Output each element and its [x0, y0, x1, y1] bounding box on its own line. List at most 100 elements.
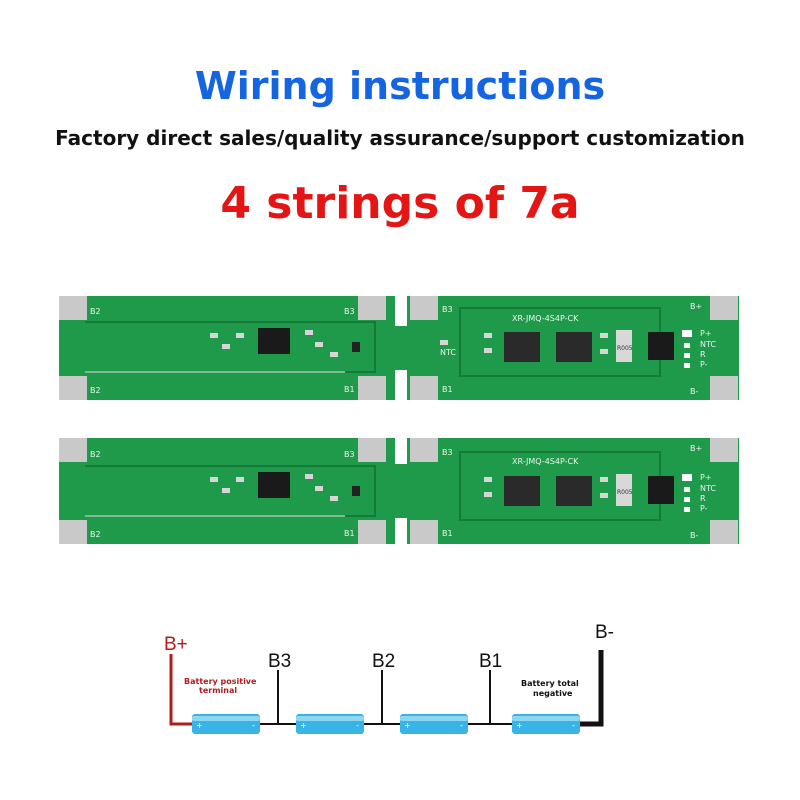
minus-sign: - [460, 721, 463, 730]
headline-spec: 4 strings of 7a [220, 178, 580, 229]
battery-highlight [296, 716, 364, 721]
battery-cell: + - [400, 714, 468, 734]
silk-label-r: R [700, 494, 706, 503]
pcb-bridge [395, 464, 407, 518]
solder-pad-b2-bottom [59, 520, 87, 544]
label-b-minus: B- [595, 622, 614, 643]
solder-pad-b1 [358, 520, 386, 544]
silk-label-ntc: NTC [700, 340, 716, 349]
minus-sign: - [356, 721, 359, 730]
solder-pad-b-plus [710, 296, 738, 320]
smd-component [305, 474, 313, 479]
ic-chip [258, 328, 290, 354]
battery-highlight [512, 716, 580, 721]
silk-label-b-minus: B- [690, 531, 698, 540]
silk-label-b2: B2 [90, 386, 101, 395]
smd-component [210, 477, 218, 482]
solder-pad-b3-right [410, 438, 438, 462]
battery-highlight [400, 716, 468, 721]
smd-component [600, 349, 608, 354]
connector-pin [684, 353, 690, 358]
note-negative-line2: negative [533, 689, 573, 698]
battery-cell: + - [512, 714, 580, 734]
connector-pin [684, 343, 690, 348]
solder-pad-b3 [358, 438, 386, 462]
label-b1: B1 [479, 651, 502, 672]
silk-label-b2: B2 [90, 450, 101, 459]
silk-label-p-minus: P- [700, 504, 708, 513]
battery-wiring: + - + - + - + - B+ B- B3 B2 B1 Battery p… [164, 622, 614, 734]
battery-cell: + - [192, 714, 260, 734]
silk-label-b3: B3 [442, 305, 453, 314]
connector-pin [684, 363, 690, 368]
smd-component [330, 496, 338, 501]
label-b3: B3 [268, 651, 291, 672]
trace-outline [459, 307, 661, 377]
silk-label-p-minus: P- [700, 360, 708, 369]
smd-component [210, 333, 218, 338]
silk-label-b1: B1 [344, 385, 355, 394]
label-b-plus: B+ [164, 634, 188, 655]
solder-pad-b2-top [59, 438, 87, 462]
solder-pad-b3 [358, 296, 386, 320]
smd-component [305, 330, 313, 335]
solder-pad-b1-right [410, 376, 438, 400]
silk-label-b3: B3 [344, 450, 355, 459]
ic-chip [258, 472, 290, 498]
silk-label-b1: B1 [344, 529, 355, 538]
solder-pad-b2-bottom [59, 376, 87, 400]
note-positive-line1: Battery positive [184, 677, 257, 686]
pcb-board-bottom: B2 B2 B3 B1 B3 B1 XR-JMQ-4S4P-CK B+ B- P… [59, 438, 739, 544]
silk-label-b1: B1 [442, 385, 453, 394]
solder-pad-b3-right [410, 296, 438, 320]
plus-sign: + [196, 721, 203, 730]
positive-wire [169, 654, 192, 726]
smd-component [484, 348, 492, 353]
mosfet-chip [504, 332, 540, 362]
connector-pin [682, 474, 692, 481]
shunt-resistor [616, 474, 632, 506]
silk-label-b-plus: B+ [690, 444, 702, 453]
silk-label-b-minus: B- [690, 387, 698, 396]
battery-highlight [192, 716, 260, 721]
plus-sign: + [516, 721, 523, 730]
silk-label-b3: B3 [442, 448, 453, 457]
solder-pad-b2-top [59, 296, 87, 320]
solder-pad-b-minus [710, 376, 738, 400]
silk-label-b2: B2 [90, 530, 101, 539]
smd-component [315, 342, 323, 347]
connector-pin [684, 507, 690, 512]
connector-pin [682, 330, 692, 337]
plus-sign: + [404, 721, 411, 730]
shunt-resistor [616, 330, 632, 362]
silk-model-text: XR-JMQ-4S4P-CK [512, 314, 579, 323]
note-negative-line1: Battery total [521, 679, 579, 688]
solder-pad-b1-right [410, 520, 438, 544]
minus-sign: - [572, 721, 575, 730]
trace-outline [459, 451, 661, 521]
smd-component [352, 486, 360, 496]
silk-label-r: R [700, 350, 706, 359]
silk-resistor-code: R005 [617, 489, 633, 496]
smd-component [330, 352, 338, 357]
mosfet-chip [504, 476, 540, 506]
connector-pin [684, 487, 690, 492]
silk-label-b-plus: B+ [690, 302, 702, 311]
silk-label-b3: B3 [344, 307, 355, 316]
silk-resistor-code: R005 [617, 345, 633, 352]
smd-component [484, 333, 492, 338]
silk-label-p-plus: P+ [700, 473, 712, 482]
smd-component [315, 486, 323, 491]
note-positive-line2: terminal [199, 686, 237, 695]
plus-sign: + [300, 721, 307, 730]
smd-component [440, 340, 448, 345]
page-title: Wiring instructions [194, 64, 606, 108]
solder-pad-b-plus [710, 438, 738, 462]
smd-component [600, 477, 608, 482]
label-b2: B2 [372, 651, 395, 672]
smd-component [484, 477, 492, 482]
mosfet-chip [556, 476, 592, 506]
battery-cell: + - [296, 714, 364, 734]
ic-chip [648, 332, 674, 360]
